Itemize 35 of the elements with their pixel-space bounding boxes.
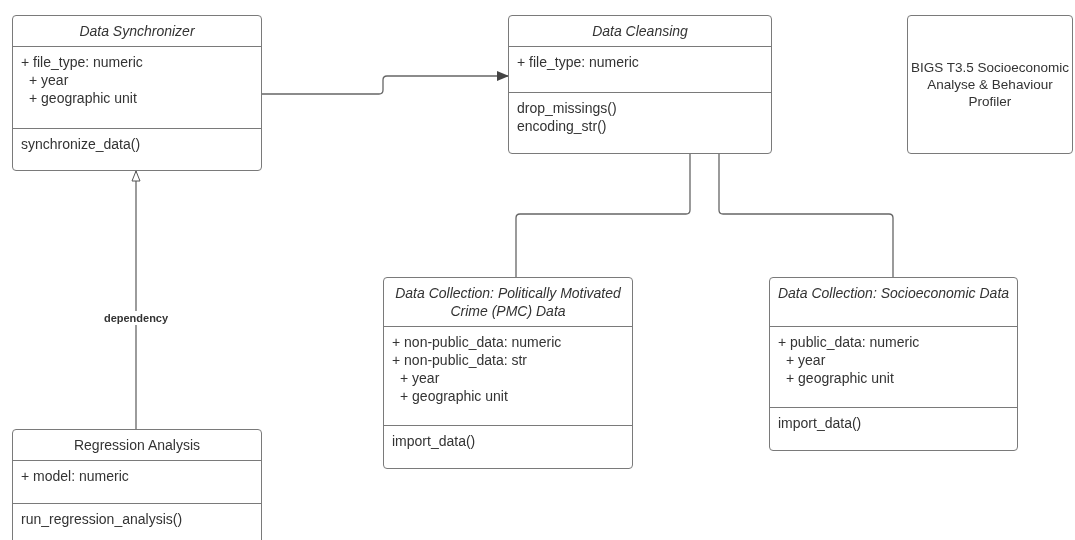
class-box [12,429,262,540]
connector-line [718,153,894,278]
attribute-text: + geographic unit [399,387,509,405]
class-name: Data Cleansing [591,22,689,40]
method-text: encoding_str() [517,117,608,135]
component-label: BIGS T3.5 Socioeconomic Analyse & Behaviour Profiler [909,59,1071,110]
class-box [383,277,633,469]
attribute-text: + non-public_data: str [392,351,529,369]
attribute-text: + model: numeric [21,467,130,485]
class-name: Data Collection: Socioeconomic Data [776,284,1011,302]
attribute-text: + geographic unit [28,89,138,107]
attribute-text: + year [785,351,827,369]
arrow [261,71,509,95]
arrow [131,170,141,430]
method-text: import_data() [778,414,863,432]
connector-line [515,153,691,278]
edge-label: dependency [101,311,171,325]
attribute-text: + year [28,71,70,89]
class-name: Regression Analysis [72,436,202,454]
method-text: synchronize_data() [21,135,142,153]
class-box [769,277,1018,451]
attribute-text: + year [399,369,441,387]
attribute-text: + file_type: numeric [517,53,640,71]
attribute-text: + public_data: numeric [778,333,921,351]
attribute-text: + non-public_data: numeric [392,333,563,351]
class-box [508,15,772,154]
attribute-text: + geographic unit [785,369,895,387]
method-text: drop_missings() [517,99,618,117]
method-text: run_regression_analysis() [21,510,184,528]
component-box [907,15,1073,154]
method-text: import_data() [392,432,477,450]
attribute-text: + file_type: numeric [21,53,144,71]
class-name: Data Synchronizer [78,22,196,40]
class-name: Data Collection: Politically Motivated Crime (PMC) Data [394,284,622,320]
class-box [12,15,262,171]
